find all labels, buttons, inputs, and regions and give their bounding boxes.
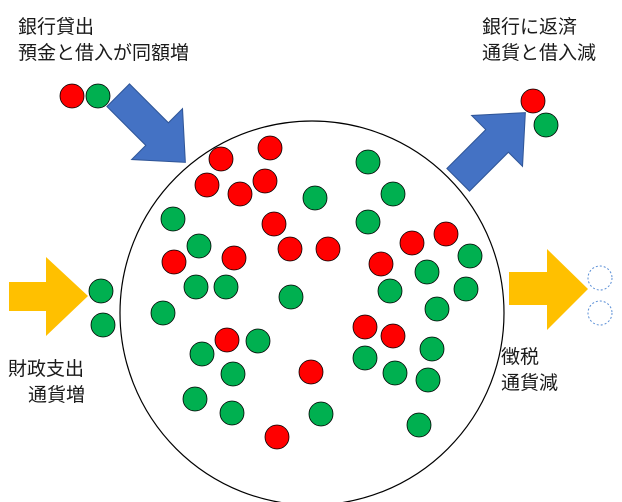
- red-money-token: [257, 135, 283, 161]
- green-money-token: [355, 149, 381, 175]
- bank-repay-description: 通貨と借入減: [482, 42, 597, 64]
- bank-repay-arrow-icon: [446, 112, 526, 192]
- bank-repay-title: 銀行に返済: [482, 16, 578, 38]
- green-money-token: [453, 276, 479, 302]
- removed-money-token: [587, 265, 613, 291]
- money-pool-circle: [119, 120, 505, 502]
- tax-description: 通貨減: [501, 372, 559, 394]
- green-money-token: [213, 274, 239, 300]
- red-money-token: [433, 221, 459, 247]
- red-money-token: [208, 146, 234, 172]
- red-money-token: [221, 245, 247, 271]
- green-money-token: [382, 360, 408, 386]
- removed-money-token: [587, 300, 613, 326]
- green-money-token: [380, 181, 406, 207]
- fiscal-arrow-icon: [9, 257, 88, 336]
- red-money-token: [277, 236, 303, 262]
- green-money-token: [88, 278, 114, 304]
- red-money-token: [315, 236, 341, 262]
- green-money-token: [302, 185, 328, 211]
- green-money-token: [406, 412, 432, 438]
- green-money-token: [189, 341, 215, 367]
- green-money-token: [414, 259, 440, 285]
- bank-loan-description: 預金と借入が同額増: [18, 42, 190, 64]
- green-money-token: [415, 367, 441, 393]
- green-money-token: [533, 112, 559, 138]
- red-money-token: [352, 314, 378, 340]
- green-money-token: [355, 209, 381, 235]
- green-money-token: [90, 312, 116, 338]
- red-money-token: [194, 172, 220, 198]
- green-money-token: [377, 278, 403, 304]
- red-money-token: [368, 251, 394, 277]
- tax-label: 徴税 通貨減: [501, 344, 558, 396]
- fiscal-description: 通貨増: [28, 384, 86, 406]
- bank-loan-arrow-icon: [106, 83, 186, 163]
- green-money-token: [150, 300, 176, 326]
- green-money-token: [278, 284, 304, 310]
- red-money-token: [214, 327, 240, 353]
- green-money-token: [219, 400, 245, 426]
- green-money-token: [182, 386, 208, 412]
- red-money-token: [261, 211, 287, 237]
- green-money-token: [457, 243, 483, 269]
- red-money-token: [520, 88, 546, 114]
- green-money-token: [220, 361, 246, 387]
- green-money-token: [183, 274, 209, 300]
- green-money-token: [308, 401, 334, 427]
- red-money-token: [298, 359, 324, 385]
- red-money-token: [399, 230, 425, 256]
- green-money-token: [352, 345, 378, 371]
- green-money-token: [160, 206, 186, 232]
- tax-title: 徴税: [501, 346, 540, 368]
- red-money-token: [264, 424, 290, 450]
- bank-loan-label: 銀行貸出 預金と借入が同額増: [18, 14, 189, 66]
- red-money-token: [59, 83, 85, 109]
- green-money-token: [419, 336, 445, 362]
- bank-loan-title: 銀行貸出: [18, 16, 95, 38]
- red-money-token: [380, 323, 406, 349]
- bank-repay-label: 銀行に返済 通貨と借入減: [482, 14, 596, 66]
- red-money-token: [252, 168, 278, 194]
- red-money-token: [227, 181, 253, 207]
- red-money-token: [161, 249, 187, 275]
- tax-arrow-icon: [509, 249, 588, 330]
- green-money-token: [85, 83, 111, 109]
- fiscal-title: 財政支出: [8, 358, 85, 380]
- fiscal-label: 財政支出 通貨増: [8, 356, 85, 408]
- green-money-token: [424, 296, 450, 322]
- green-money-token: [186, 233, 212, 259]
- green-money-token: [245, 328, 271, 354]
